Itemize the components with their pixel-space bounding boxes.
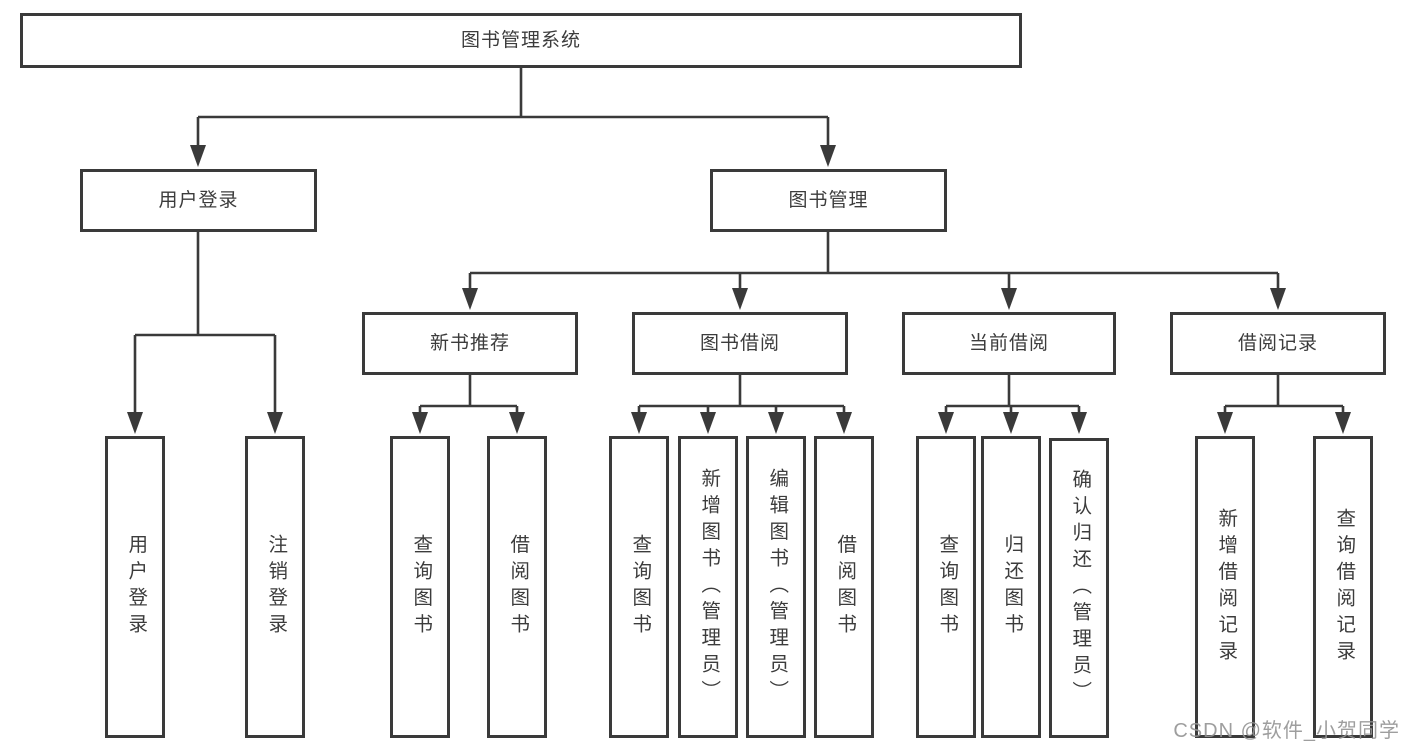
tree-lines	[133, 68, 1345, 413]
node-book-borrowing: 图书借阅	[632, 312, 848, 375]
leaf-query-borrow-record: 查询借阅记录	[1313, 436, 1373, 738]
arrowhead	[700, 412, 716, 434]
arrowhead	[509, 412, 525, 434]
node-new-book-recommend: 新书推荐	[362, 312, 578, 375]
arrowhead	[1335, 412, 1351, 434]
arrowhead	[1003, 412, 1019, 434]
arrowhead	[631, 412, 647, 434]
leaf-query-books-2: 查询图书	[609, 436, 669, 738]
leaf-logout: 注销登录	[245, 436, 305, 738]
node-user-login-branch: 用户登录	[80, 169, 317, 232]
arrowhead	[768, 412, 784, 434]
node-library-management-system: 图书管理系统	[20, 13, 1022, 68]
leaf-add-borrow-record: 新增借阅记录	[1195, 436, 1255, 738]
leaf-borrow-books-2: 借阅图书	[814, 436, 874, 738]
arrowhead	[836, 412, 852, 434]
arrowhead	[462, 288, 478, 310]
leaf-borrow-books-1: 借阅图书	[487, 436, 547, 738]
csdn-watermark: CSDN @软件_小贺同学	[1173, 720, 1400, 742]
arrowhead	[1071, 412, 1087, 434]
leaf-query-books-1: 查询图书	[390, 436, 450, 738]
leaf-query-books-3: 查询图书	[916, 436, 976, 738]
arrowhead	[190, 145, 206, 167]
arrowhead	[412, 412, 428, 434]
arrowhead	[938, 412, 954, 434]
leaf-add-books-admin: 新增图书（管理员）	[678, 436, 738, 738]
leaf-return-books: 归还图书	[981, 436, 1041, 738]
arrowhead	[1217, 412, 1233, 434]
node-borrow-records: 借阅记录	[1170, 312, 1386, 375]
arrowhead	[732, 288, 748, 310]
arrowhead	[820, 145, 836, 167]
arrowhead	[1001, 288, 1017, 310]
arrowhead	[127, 412, 143, 434]
leaf-user-login: 用户登录	[105, 436, 165, 738]
node-book-management-branch: 图书管理	[710, 169, 947, 232]
leaf-confirm-return-admin: 确认归还（管理员）	[1049, 438, 1109, 738]
node-current-borrowing: 当前借阅	[902, 312, 1116, 375]
leaf-edit-books-admin: 编辑图书（管理员）	[746, 436, 806, 738]
arrowhead	[1270, 288, 1286, 310]
arrowhead	[267, 412, 283, 434]
